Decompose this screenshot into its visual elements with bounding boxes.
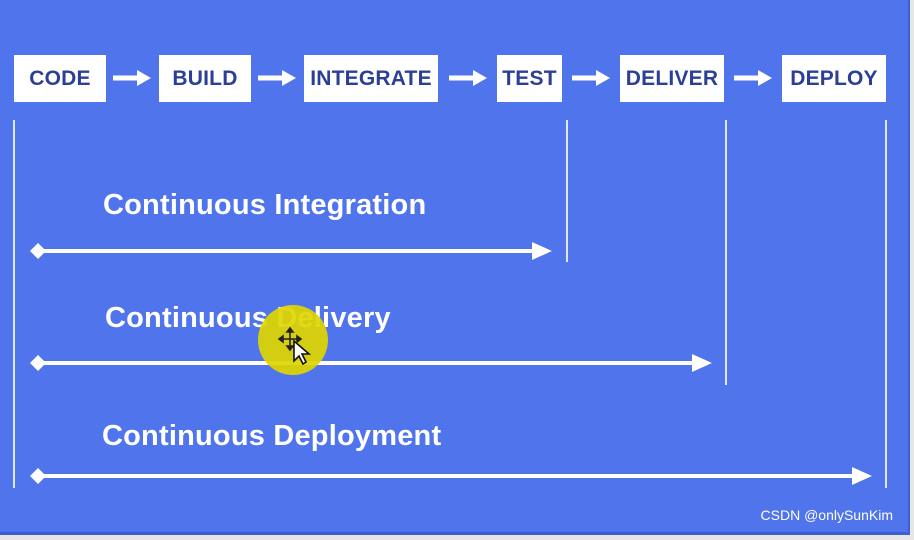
phase-label-delivery: Continuous Delivery xyxy=(105,302,391,334)
deployment-span-arrow xyxy=(30,467,872,485)
right-arrow-icon xyxy=(258,70,296,86)
stage-integrate: INTEGRATE xyxy=(304,55,438,102)
right-arrow-icon xyxy=(449,70,487,86)
right-arrow-icon xyxy=(734,70,772,86)
boundary-line-start xyxy=(13,120,15,488)
watermark: CSDN @onlySunKim xyxy=(760,507,893,523)
boundary-line-test xyxy=(566,120,568,262)
delivery-span-arrow xyxy=(30,354,712,372)
cursor-highlight xyxy=(258,305,328,375)
right-arrow-icon xyxy=(572,70,610,86)
integration-span-arrow xyxy=(30,242,552,260)
mouse-cursor-icon xyxy=(278,326,312,365)
stage-test: TEST xyxy=(497,55,562,102)
stage-code: CODE xyxy=(14,55,106,102)
stage-deliver: DELIVER xyxy=(620,55,724,102)
stage-build: BUILD xyxy=(159,55,251,102)
phase-label-integration: Continuous Integration xyxy=(103,189,427,221)
phase-label-deployment: Continuous Deployment xyxy=(102,420,442,452)
boundary-line-deploy xyxy=(885,120,887,488)
boundary-line-deliver xyxy=(725,120,727,385)
right-arrow-icon xyxy=(113,70,151,86)
stage-deploy: DEPLOY xyxy=(782,55,886,102)
